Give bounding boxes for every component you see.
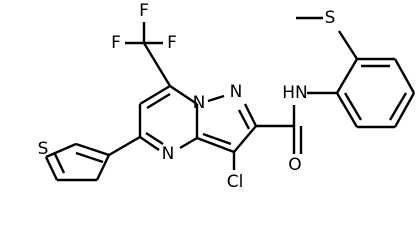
carbonyl-oxygen-label: O xyxy=(288,155,301,175)
bond-phenyl-4 xyxy=(393,92,416,128)
amide-nh-label: HN xyxy=(282,83,308,103)
bond-n2-c2-double xyxy=(237,109,251,130)
bond-c3-c3a-double xyxy=(202,132,232,146)
bond-thiophene-4-double xyxy=(53,153,66,174)
bond-phenyl-6 xyxy=(335,92,359,128)
methylthio-group xyxy=(296,16,359,60)
bond-n4-c5 xyxy=(139,136,160,151)
nitrogen-pyrimidine-label: N xyxy=(162,144,175,164)
thiophene-ring xyxy=(44,135,141,182)
fluorine-top-label: F xyxy=(139,1,149,21)
bond-c6-c7-double xyxy=(146,92,171,110)
fluorine-left-label: F xyxy=(111,33,121,53)
bond-thiophene-4 xyxy=(44,156,59,181)
bond-phenyl-4-double xyxy=(388,92,408,121)
bond-phenyl-6-double xyxy=(343,92,363,121)
bond-thiophene-1 xyxy=(75,142,110,157)
carboxamide-group xyxy=(256,91,337,154)
pyrazole-ring xyxy=(196,94,258,154)
trifluoromethyl-group xyxy=(125,22,172,87)
bond-c3-c3a xyxy=(196,136,235,154)
phenyl-ring xyxy=(335,57,416,129)
pyrimidine-ring xyxy=(138,84,199,151)
nitrogen-bridgehead-label: N xyxy=(193,93,206,113)
nitrogen-pyrazole-label: N xyxy=(230,82,243,102)
bond-phenyl-3 xyxy=(393,58,416,94)
chemical-structure-diagram: F F F N N N HN S S O Cl xyxy=(38,1,416,192)
bond-thiophene-5 xyxy=(45,142,77,159)
bond-c5-thiophene xyxy=(108,135,141,157)
chlorine-label: Cl xyxy=(227,172,244,192)
bond-thiophene-2 xyxy=(95,154,111,181)
bond-thiophene-1-double xyxy=(75,151,104,164)
bond-n4-c5-double xyxy=(145,131,164,146)
thioether-sulfur-label: S xyxy=(325,8,336,28)
bond-phenyl-1 xyxy=(335,58,359,94)
bond-c6-c7 xyxy=(139,84,171,106)
fluorine-right-label: F xyxy=(167,33,177,53)
bond-n2-c2 xyxy=(243,103,258,127)
thiophene-sulfur-label: S xyxy=(38,139,49,159)
bond-cf3-to-ring xyxy=(142,42,172,87)
bond-phenyl-s xyxy=(337,30,359,60)
bond-c3a-n4 xyxy=(179,136,198,150)
bond-c7-n1 xyxy=(169,85,198,105)
bond-n1-n2 xyxy=(207,94,225,103)
bond-c2-c3 xyxy=(233,125,257,153)
